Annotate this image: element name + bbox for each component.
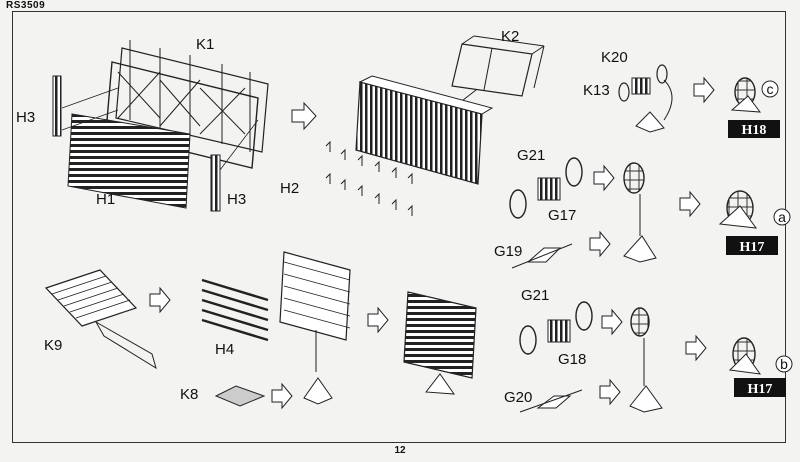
step-arrow-icon — [291, 101, 317, 131]
label-h2: H2 — [280, 180, 299, 197]
label-k2: K2 — [501, 28, 519, 45]
result-tag-h17-b-label: H17 — [748, 382, 773, 397]
h3-left-part — [52, 75, 62, 137]
g18-reel-parts — [519, 301, 593, 355]
h4-assembled-panel — [279, 251, 351, 341]
h18-cable-reel — [730, 77, 762, 113]
label-g19: G19 — [494, 243, 522, 260]
label-g18: G18 — [558, 351, 586, 368]
page-number: 12 — [394, 445, 406, 456]
variant-mark-c — [761, 80, 779, 98]
result-tag-h17-a — [726, 236, 778, 255]
label-g21-bottom: G21 — [521, 287, 549, 304]
result-tag-h18 — [728, 120, 780, 138]
label-g17: G17 — [548, 207, 576, 224]
step-arrow-icon — [149, 286, 171, 314]
label-g20: G20 — [504, 389, 532, 406]
g17-reel-assembled — [623, 162, 645, 194]
step-arrow-icon — [685, 334, 707, 362]
h3-right-part — [210, 154, 221, 212]
label-h1: H1 — [96, 191, 115, 208]
h1-panel — [67, 113, 191, 209]
variant-mark-c-label: c — [767, 81, 774, 97]
h4-slat-stack — [201, 278, 269, 342]
label-k8: K8 — [180, 386, 198, 403]
result-tag-h17-a-label: H17 — [740, 240, 765, 255]
k8-part — [214, 385, 266, 407]
h17-reel-b — [728, 337, 762, 375]
diagram-frame — [12, 11, 786, 443]
k2-frame — [451, 43, 533, 97]
g20-stand — [629, 385, 663, 413]
result-tag-h17-b — [734, 378, 786, 397]
step-arrow-icon — [601, 308, 623, 336]
h4-final-panel — [403, 291, 477, 379]
k20-reel-parts — [618, 64, 673, 133]
step-arrow-icon — [693, 76, 715, 104]
step-arrow-icon — [367, 306, 389, 334]
step-arrow-icon — [679, 190, 701, 218]
label-h3-right: H3 — [227, 191, 246, 208]
h2-small-brackets — [325, 140, 413, 216]
label-h4: H4 — [215, 341, 234, 358]
variant-mark-b-label: b — [780, 356, 788, 372]
step-arrow-icon — [599, 378, 621, 406]
variant-mark-a-label: a — [778, 209, 786, 225]
g17-reel-parts — [509, 157, 583, 219]
variant-mark-b — [775, 355, 793, 373]
label-h3-left: H3 — [16, 109, 35, 126]
label-k13: K13 — [583, 82, 610, 99]
kit-code: RS3509 — [6, 0, 46, 11]
label-k20: K20 — [601, 49, 628, 66]
step-arrow-icon — [593, 164, 615, 192]
g18-reel-assembled — [630, 307, 650, 337]
label-k9: K9 — [44, 337, 62, 354]
step-arrow-icon — [271, 382, 293, 410]
k9-frame — [44, 269, 138, 327]
k1-truss-frame — [105, 40, 269, 169]
result-tag-h18-label: H18 — [742, 123, 767, 138]
label-k1: K1 — [196, 36, 214, 53]
variant-mark-a — [773, 208, 791, 226]
label-g21-top: G21 — [517, 147, 545, 164]
h17-reel-a — [718, 190, 758, 229]
g19-stand — [623, 235, 657, 263]
k8-stand — [303, 377, 333, 405]
step-arrow-icon — [589, 230, 611, 258]
g20-part — [536, 395, 572, 409]
